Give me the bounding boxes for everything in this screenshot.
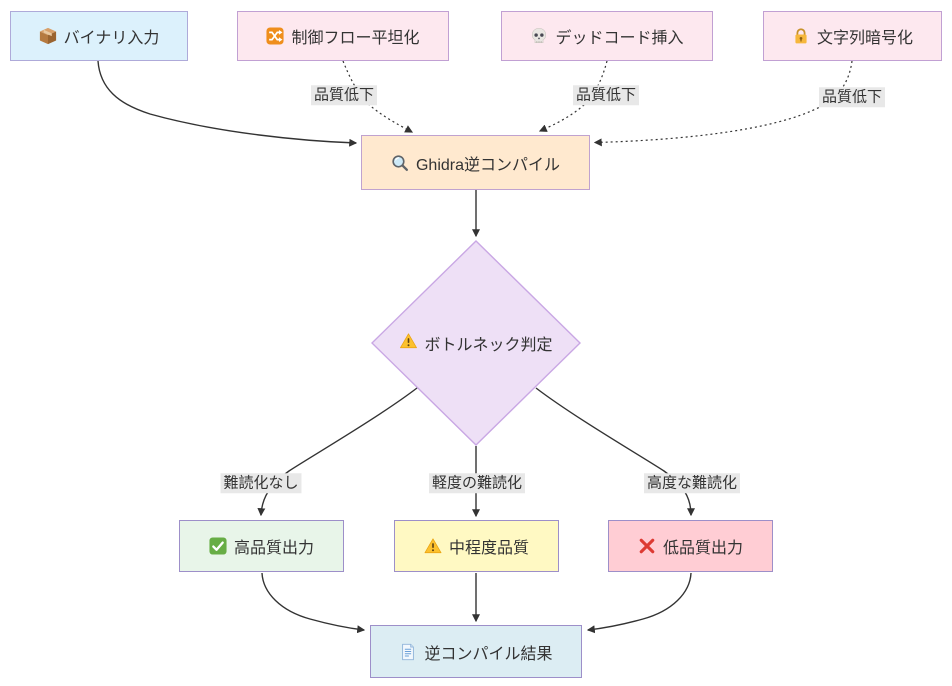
cross-icon xyxy=(638,537,656,555)
node-bottleneck-decision: ボトルネック判定 xyxy=(399,331,553,355)
edge-flatten-to-ghidra xyxy=(342,60,414,133)
node-high-quality-output: 高品質出力 xyxy=(179,520,344,572)
edge-label-mild-obfuscation: 軽度の難読化 xyxy=(428,473,526,493)
edge-deadcode-to-ghidra xyxy=(538,60,608,132)
node-label: ボトルネック判定 xyxy=(424,337,553,354)
edge-high-to-result xyxy=(261,572,366,634)
edge-label-quality-drop-flatten: 品質低下 xyxy=(310,85,378,105)
shuffle-icon xyxy=(266,27,285,45)
node-label: 文字列暗号化 xyxy=(816,30,913,47)
edge-stringenc-to-ghidra xyxy=(593,60,853,147)
edge-label-quality-drop-stringenc: 品質低下 xyxy=(818,87,886,107)
node-ghidra-decompile: Ghidra逆コンパイル xyxy=(361,135,590,190)
node-dead-code-insertion: デッドコード挿入 xyxy=(501,11,713,61)
warning-icon xyxy=(399,332,417,355)
magnifier-icon xyxy=(391,154,409,172)
edge-label-advanced-obfuscation: 高度な難読化 xyxy=(643,473,741,493)
node-label: 逆コンパイル結果 xyxy=(424,645,553,663)
skull-icon xyxy=(530,27,548,45)
edge-label-quality-drop-deadcode: 品質低下 xyxy=(572,85,640,105)
node-low-quality-output: 低品質出力 xyxy=(608,520,773,572)
node-label: 制御フロー平坦化 xyxy=(291,30,420,47)
node-label: デッドコード挿入 xyxy=(555,30,684,47)
edge-label-no-obfuscation: 難読化なし xyxy=(220,473,302,493)
node-label: 低品質出力 xyxy=(662,540,743,557)
node-label: Ghidra逆コンパイル xyxy=(415,156,561,174)
node-binary-input: バイナリ入力 xyxy=(10,11,188,61)
node-bottleneck-decision-shape xyxy=(371,240,581,446)
node-label: 中程度品質 xyxy=(448,540,529,557)
node-label: バイナリ入力 xyxy=(63,30,160,47)
warning-icon xyxy=(424,537,442,555)
edge-low-to-result xyxy=(586,572,692,634)
edge-decision-to-high xyxy=(257,387,418,517)
document-icon xyxy=(399,643,417,661)
node-decompile-result: 逆コンパイル結果 xyxy=(370,625,582,678)
edge-binary-to-ghidra xyxy=(97,60,358,147)
lock-icon xyxy=(792,27,810,45)
node-medium-quality: 中程度品質 xyxy=(394,520,559,572)
node-control-flow-flattening: 制御フロー平坦化 xyxy=(237,11,449,61)
edge-decision-to-low xyxy=(535,387,695,517)
node-string-encryption: 文字列暗号化 xyxy=(763,11,942,61)
check-icon xyxy=(209,537,227,555)
package-icon xyxy=(39,27,57,45)
node-label: 高品質出力 xyxy=(233,540,314,557)
